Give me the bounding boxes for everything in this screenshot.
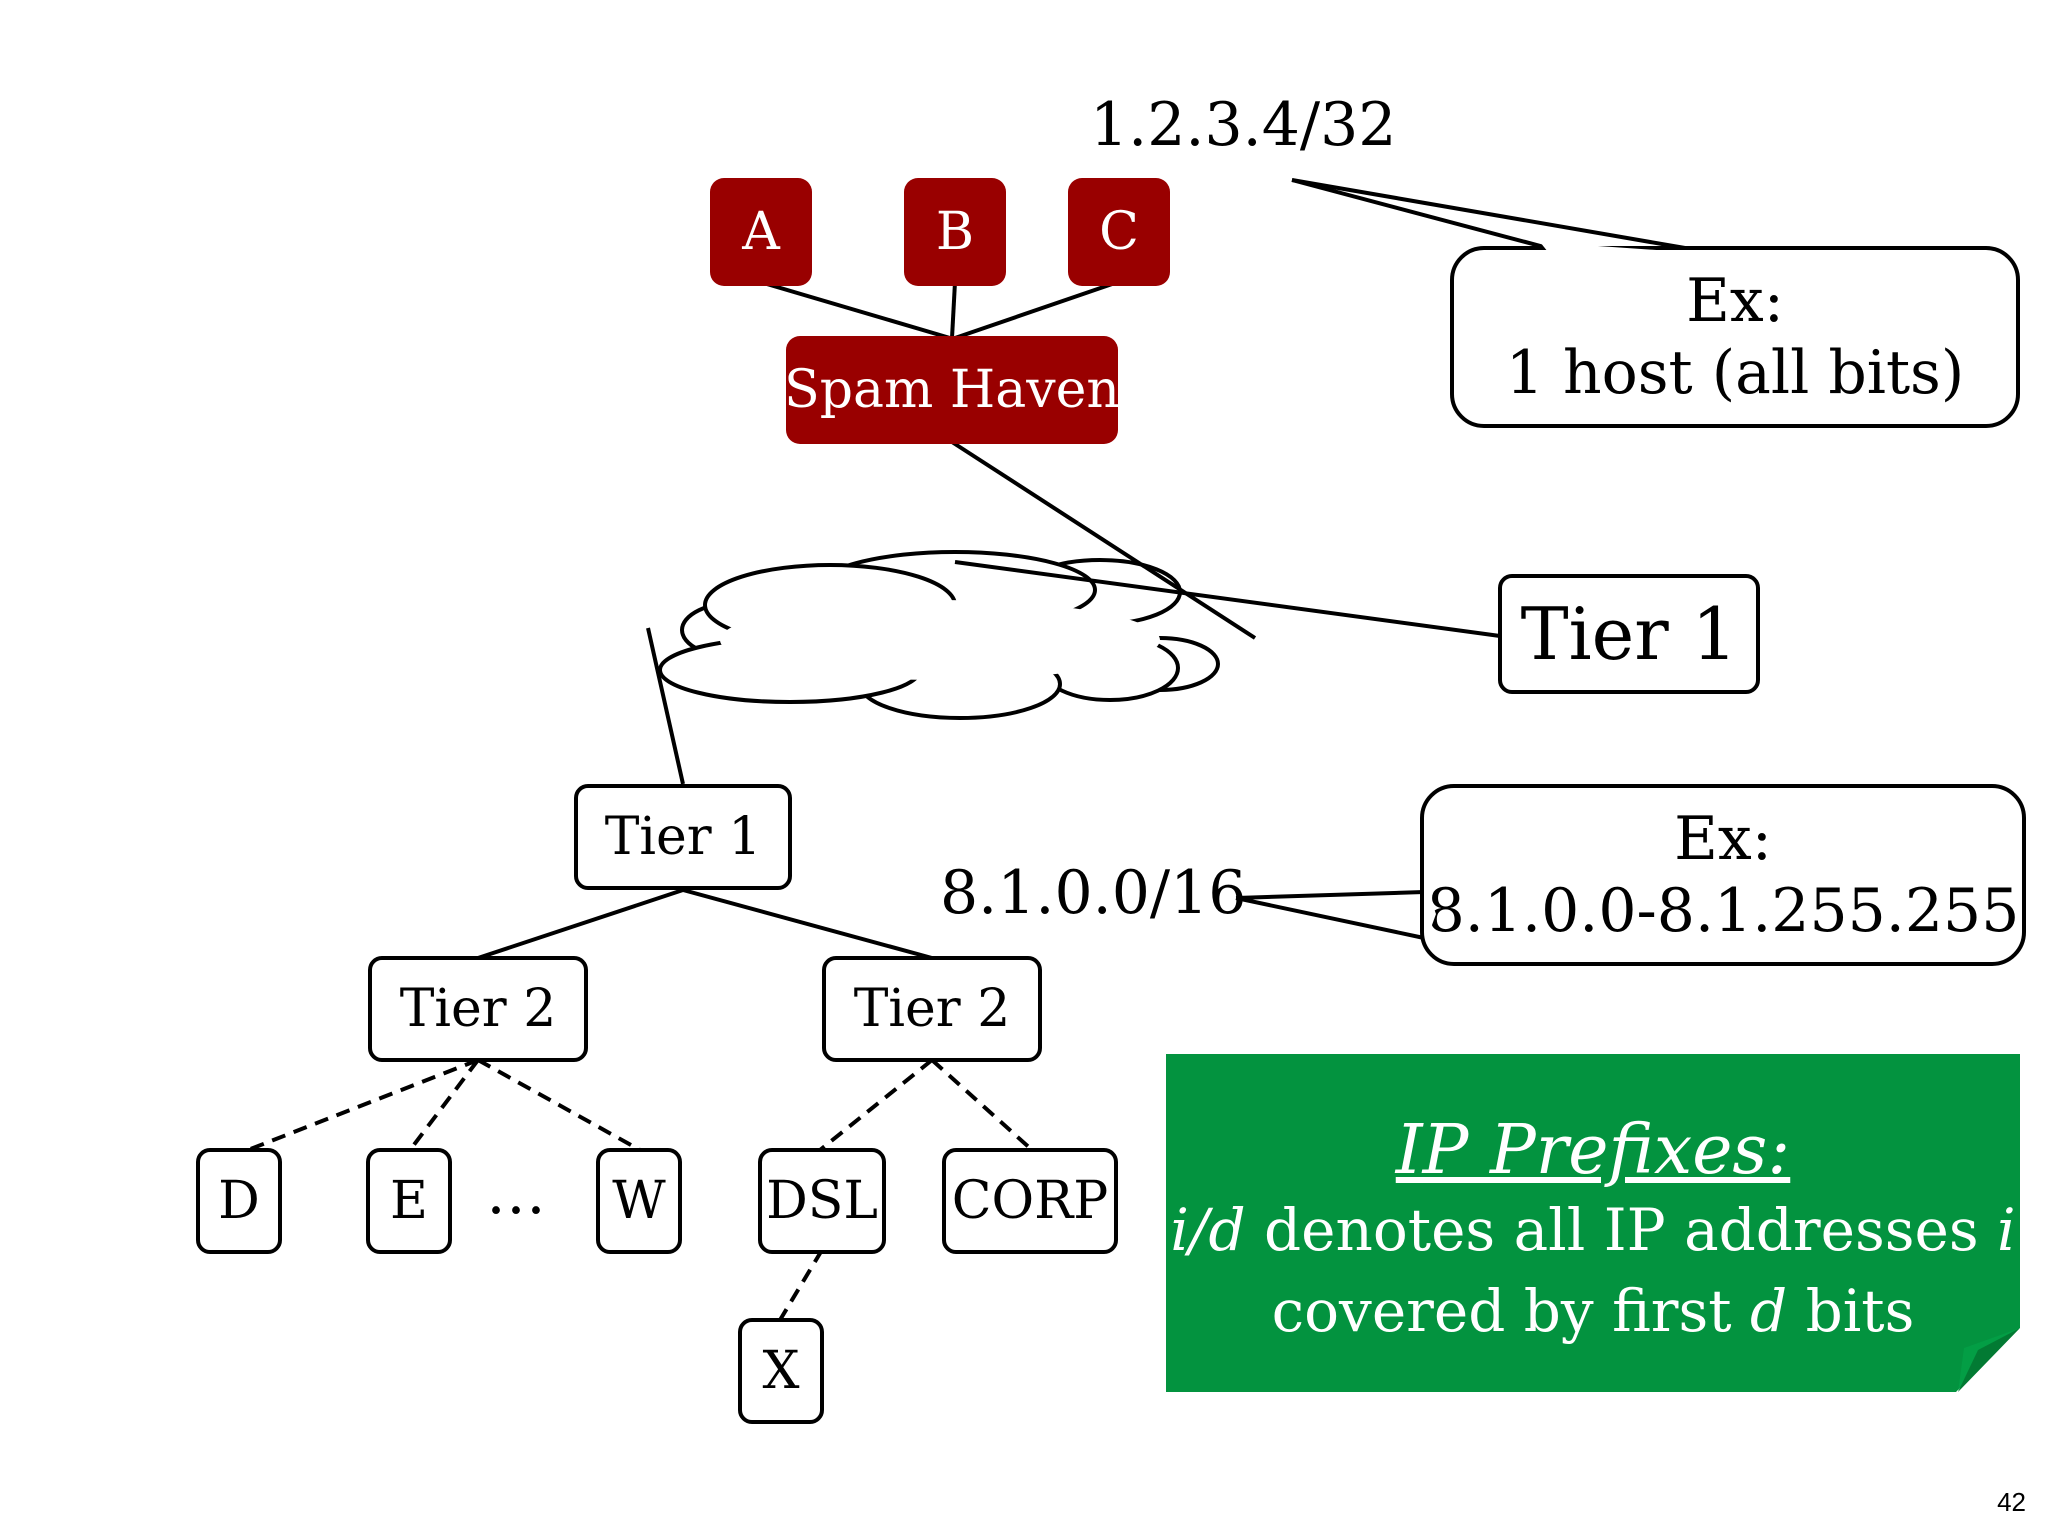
- leaf-e-label: E: [390, 1171, 428, 1231]
- note-term-i: i: [1997, 1196, 2016, 1265]
- host-c-label: C: [1099, 202, 1139, 262]
- leaf-w[interactable]: W: [596, 1148, 682, 1254]
- tier2-left-node-label: Tier 2: [399, 979, 557, 1039]
- leaf-x-label: X: [762, 1341, 800, 1401]
- tier2-right-node[interactable]: Tier 2: [822, 956, 1042, 1062]
- callout-single-host-line1: Ex:: [1686, 266, 1784, 336]
- prefix-32-label: 1.2.3.4/32: [1090, 90, 1397, 160]
- callout-address-range-line2: 8.1.0.0-8.1.255.255: [1426, 876, 2020, 946]
- note-fold-corner: [1958, 1328, 2020, 1392]
- callout-single-host: Ex: 1 host (all bits): [1450, 246, 2020, 428]
- leaf-e[interactable]: E: [366, 1148, 452, 1254]
- leaf-dsl-label: DSL: [766, 1171, 878, 1231]
- note-term-d: d: [1750, 1277, 1788, 1346]
- page-number: 42: [1997, 1487, 2026, 1517]
- cloud-tier1-label: Tier 1: [1498, 574, 1760, 694]
- leaf-w-label: W: [612, 1171, 666, 1231]
- leaf-d[interactable]: D: [196, 1148, 282, 1254]
- leaf-dsl[interactable]: DSL: [758, 1148, 886, 1254]
- note-text-3: bits: [1787, 1277, 1915, 1346]
- leaf-d-label: D: [218, 1171, 260, 1231]
- note-line-2: covered by first d bits: [1166, 1271, 2020, 1352]
- tier2-right-node-label: Tier 2: [853, 979, 1011, 1039]
- host-a-label: A: [742, 202, 780, 262]
- note-title: IP Prefixes:: [1395, 1111, 1791, 1190]
- note-text-2: covered by first: [1271, 1277, 1751, 1346]
- callout-single-host-line2: 1 host (all bits): [1505, 338, 1965, 408]
- internet-cloud-fill: [720, 600, 1160, 680]
- note-text-1: denotes all IP addresses: [1245, 1196, 1998, 1265]
- host-b[interactable]: B: [904, 178, 1006, 286]
- leaf-corp-label: CORP: [951, 1171, 1109, 1231]
- ip-prefixes-note: IP Prefixes: i/d denotes all IP addresse…: [1166, 1054, 2020, 1392]
- leaf-x[interactable]: X: [738, 1318, 824, 1424]
- callout-address-range-line1: Ex:: [1674, 804, 1772, 874]
- cloud-tier1-label-text: Tier 1: [1520, 592, 1738, 676]
- dashed-links: [247, 1058, 1034, 1322]
- spam-haven[interactable]: Spam Haven: [784, 336, 1120, 444]
- tier1-node[interactable]: Tier 1: [574, 784, 792, 890]
- host-a[interactable]: A: [710, 178, 812, 286]
- note-term-id: i/d: [1170, 1196, 1246, 1265]
- links: [477, 178, 1686, 960]
- tier2-left-node[interactable]: Tier 2: [368, 956, 588, 1062]
- leaf-corp[interactable]: CORP: [942, 1148, 1118, 1254]
- host-b-label: B: [935, 202, 975, 262]
- spam-haven-label: Spam Haven: [784, 360, 1120, 420]
- note-line-1: i/d denotes all IP addresses i: [1166, 1190, 2020, 1271]
- tier1-node-label: Tier 1: [604, 807, 762, 867]
- leaf-ellipsis: …: [486, 1158, 546, 1228]
- prefix-16-label: 8.1.0.0/16: [940, 858, 1247, 928]
- callout-address-range: Ex: 8.1.0.0-8.1.255.255: [1420, 784, 2026, 966]
- host-c[interactable]: C: [1068, 178, 1170, 286]
